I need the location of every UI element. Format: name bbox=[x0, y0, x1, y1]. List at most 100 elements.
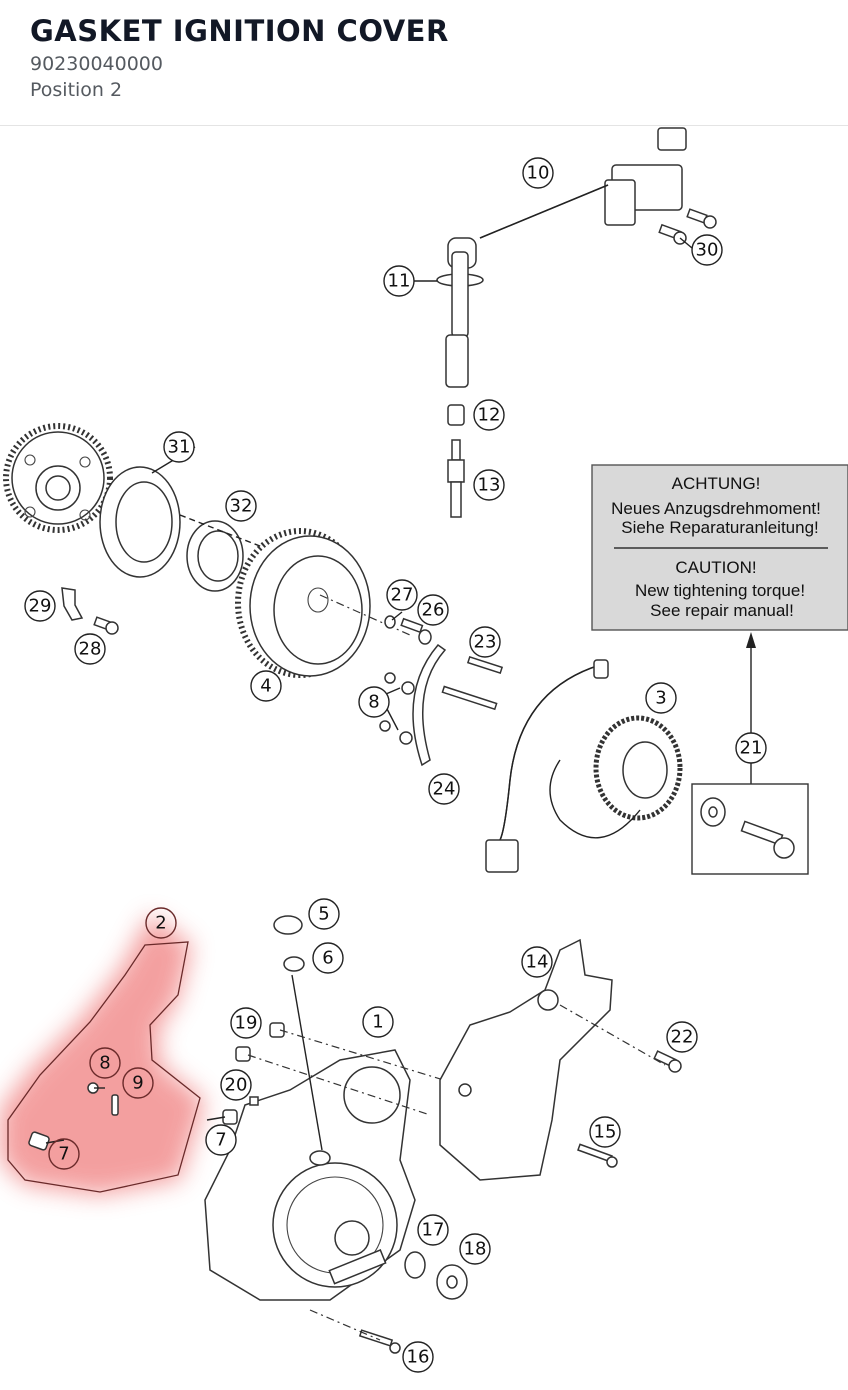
caution-box: ACHTUNG! Neues Anzugsdrehmoment! Siehe R… bbox=[591, 464, 848, 631]
svg-text:31: 31 bbox=[168, 437, 191, 458]
part-header: GASKET IGNITION COVER 90230040000 Positi… bbox=[0, 0, 848, 126]
caution-de-title: ACHTUNG! bbox=[672, 474, 761, 493]
svg-text:13: 13 bbox=[478, 475, 501, 496]
callout-16[interactable]: 16 bbox=[402, 1341, 434, 1373]
callout-18[interactable]: 18 bbox=[459, 1233, 491, 1265]
svg-text:10: 10 bbox=[527, 163, 550, 184]
callout-4[interactable]: 4 bbox=[250, 670, 282, 702]
svg-text:14: 14 bbox=[526, 952, 549, 973]
rotor-nut[interactable] bbox=[384, 615, 432, 645]
callout-8-gasket[interactable]: 8 bbox=[89, 1047, 121, 1079]
callout-27[interactable]: 27 bbox=[386, 579, 418, 611]
callout-5[interactable]: 5 bbox=[308, 898, 340, 930]
svg-text:28: 28 bbox=[79, 639, 102, 660]
caution-arrow bbox=[746, 632, 756, 784]
svg-text:2: 2 bbox=[155, 913, 166, 934]
callout-1[interactable]: 1 bbox=[362, 1006, 394, 1038]
svg-text:26: 26 bbox=[422, 600, 445, 621]
dowels-and-bolts[interactable] bbox=[28, 1022, 461, 1151]
callout-15[interactable]: 15 bbox=[589, 1116, 621, 1148]
coil-bolts[interactable] bbox=[658, 208, 717, 245]
svg-text:18: 18 bbox=[464, 1239, 487, 1260]
callout-17[interactable]: 17 bbox=[417, 1214, 449, 1246]
callout-7-gasket[interactable]: 7 bbox=[48, 1138, 80, 1170]
callout-14[interactable]: 14 bbox=[521, 946, 553, 978]
ignition-cover[interactable] bbox=[204, 974, 416, 1301]
svg-text:27: 27 bbox=[391, 585, 414, 606]
callout-9[interactable]: 9 bbox=[122, 1067, 154, 1099]
callout-2[interactable]: 2 bbox=[145, 907, 177, 939]
cover-bolts[interactable] bbox=[309, 1050, 682, 1354]
callout-23[interactable]: 23 bbox=[469, 626, 501, 658]
callout-30[interactable]: 30 bbox=[691, 234, 723, 266]
part-title: GASKET IGNITION COVER bbox=[30, 14, 449, 48]
svg-text:15: 15 bbox=[594, 1122, 617, 1143]
caution-en-line2: See repair manual! bbox=[650, 601, 794, 620]
callout-28[interactable]: 28 bbox=[74, 633, 106, 665]
callout-6[interactable]: 6 bbox=[312, 942, 344, 974]
callout-26[interactable]: 26 bbox=[417, 594, 449, 626]
part-number: 90230040000 bbox=[30, 53, 163, 75]
callout-10[interactable]: 10 bbox=[522, 157, 554, 189]
part-position: Position 2 bbox=[30, 79, 123, 101]
ignition-coil[interactable] bbox=[447, 127, 687, 269]
svg-text:23: 23 bbox=[474, 632, 497, 653]
svg-text:7: 7 bbox=[58, 1144, 69, 1165]
svg-text:8: 8 bbox=[99, 1053, 110, 1074]
callout-22[interactable]: 22 bbox=[666, 1021, 698, 1053]
callout-29[interactable]: 29 bbox=[24, 590, 56, 622]
svg-text:17: 17 bbox=[422, 1220, 445, 1241]
callout-13[interactable]: 13 bbox=[473, 469, 505, 501]
spark-plug-connector[interactable] bbox=[436, 251, 484, 388]
exploded-parts-diagram: ACHTUNG! Neues Anzugsdrehmoment! Siehe R… bbox=[0, 127, 848, 1373]
callout-12[interactable]: 12 bbox=[473, 399, 505, 431]
svg-text:32: 32 bbox=[230, 496, 253, 517]
svg-text:11: 11 bbox=[388, 271, 411, 292]
callout-21[interactable]: 21 bbox=[735, 732, 767, 764]
callout-11[interactable]: 11 bbox=[383, 265, 415, 297]
freewheel[interactable] bbox=[99, 466, 181, 578]
svg-text:22: 22 bbox=[671, 1027, 694, 1048]
caution-en-line1: New tightening torque! bbox=[635, 581, 805, 600]
svg-text:12: 12 bbox=[478, 405, 501, 426]
callout-32[interactable]: 32 bbox=[225, 490, 257, 522]
callout-20[interactable]: 20 bbox=[220, 1069, 252, 1101]
svg-text:20: 20 bbox=[225, 1075, 248, 1096]
svg-text:30: 30 bbox=[696, 240, 719, 261]
callout-24[interactable]: 24 bbox=[428, 773, 460, 805]
callout-8-top[interactable]: 8 bbox=[358, 686, 390, 718]
svg-text:6: 6 bbox=[322, 948, 333, 969]
svg-text:9: 9 bbox=[132, 1073, 143, 1094]
svg-text:1: 1 bbox=[372, 1012, 383, 1033]
stator[interactable] bbox=[485, 659, 683, 873]
spark-plug[interactable] bbox=[447, 404, 465, 518]
gasket-outline[interactable] bbox=[7, 941, 201, 1193]
bracket[interactable] bbox=[61, 587, 119, 635]
callout-3[interactable]: 3 bbox=[645, 682, 677, 714]
svg-text:24: 24 bbox=[433, 779, 456, 800]
oil-plug[interactable] bbox=[273, 915, 305, 972]
svg-text:4: 4 bbox=[260, 676, 271, 697]
gasket-highlight bbox=[0, 915, 205, 1195]
svg-text:21: 21 bbox=[740, 738, 763, 759]
caution-de-line2: Siehe Reparaturanleitung! bbox=[621, 518, 819, 537]
bearing[interactable] bbox=[179, 514, 266, 592]
callout-19[interactable]: 19 bbox=[230, 1007, 262, 1039]
starter-gear[interactable] bbox=[3, 423, 113, 533]
sprocket-cover[interactable] bbox=[439, 938, 666, 1181]
callouts: 10 11 30 12 13 31 32 29 28 4 27 26 23 8 … bbox=[24, 157, 767, 1373]
svg-text:3: 3 bbox=[655, 688, 666, 709]
screw-kit[interactable] bbox=[691, 783, 809, 875]
svg-text:16: 16 bbox=[407, 1347, 430, 1368]
callout-7-cover[interactable]: 7 bbox=[205, 1124, 237, 1156]
svg-text:8: 8 bbox=[368, 692, 379, 713]
callout-31[interactable]: 31 bbox=[163, 431, 195, 463]
svg-text:29: 29 bbox=[29, 596, 52, 617]
cable-guide[interactable] bbox=[379, 643, 504, 767]
caution-de-line1: Neues Anzugsdrehmoment! bbox=[611, 499, 821, 518]
caution-en-title: CAUTION! bbox=[675, 558, 756, 577]
svg-text:5: 5 bbox=[318, 904, 329, 925]
rotor[interactable] bbox=[235, 528, 411, 678]
gasket-small-parts[interactable] bbox=[87, 1082, 119, 1116]
svg-text:19: 19 bbox=[235, 1013, 258, 1034]
